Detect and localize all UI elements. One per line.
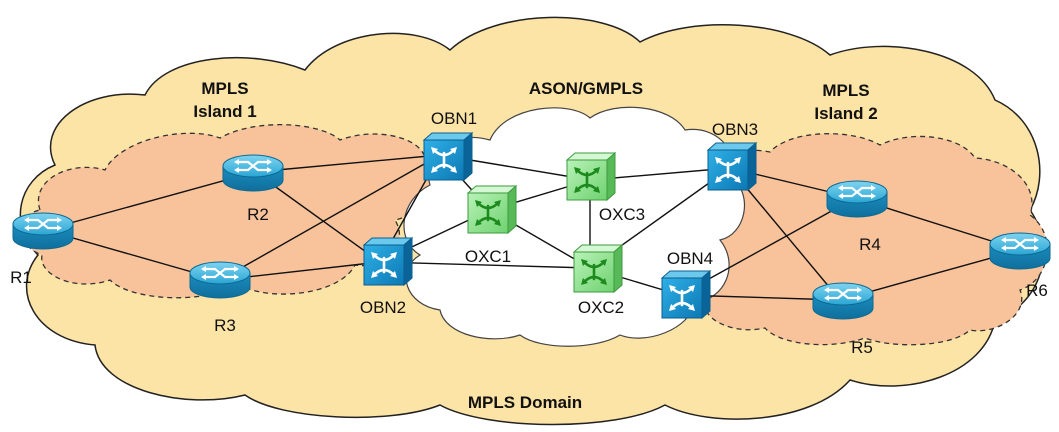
obn1-label: OBN1 [431, 109, 477, 128]
island-1-label-line1: MPLS [201, 79, 248, 98]
router-r5-icon [811, 281, 875, 321]
router-r6-icon [988, 231, 1052, 271]
r3-label: R3 [214, 316, 236, 335]
obn4-switch-icon [660, 269, 712, 320]
island-1-label-line2: Island 1 [193, 102, 256, 121]
router-r2-icon [221, 153, 285, 193]
r6-label: R6 [1026, 281, 1048, 300]
obn3-switch-icon [706, 141, 758, 192]
obn4-label: OBN4 [667, 249, 713, 268]
oxc1-label: OXC1 [465, 247, 511, 266]
island-2-label-line1: MPLS [822, 81, 869, 100]
router-r4-icon [825, 179, 889, 219]
r4-label: R4 [859, 235, 881, 254]
mpls-island-1-cloud [20, 124, 431, 299]
oxc2-switch-icon [572, 243, 624, 294]
island-2-label-line2: Island 2 [814, 104, 877, 123]
oxc2-label: OXC2 [578, 298, 624, 317]
obn2-switch-icon [362, 236, 414, 287]
oxc3-switch-icon [565, 151, 617, 202]
r5-label: R5 [851, 338, 873, 357]
mpls-domain-label: MPLS Domain [468, 393, 582, 412]
router-r1-icon [11, 211, 75, 251]
router-r3-icon [188, 260, 252, 300]
ason-gmpls-label: ASON/GMPLS [529, 79, 643, 98]
obn1-switch-icon [422, 131, 474, 182]
r2-label: R2 [247, 205, 269, 224]
ason-gmpls-cloud [403, 106, 746, 347]
mpls-island-2-cloud [680, 133, 1048, 346]
obn3-label: OBN3 [712, 120, 758, 139]
obn2-label: OBN2 [360, 298, 406, 317]
r1-label: R1 [10, 268, 32, 287]
oxc3-label: OXC3 [599, 205, 645, 224]
oxc1-switch-icon [466, 184, 518, 235]
